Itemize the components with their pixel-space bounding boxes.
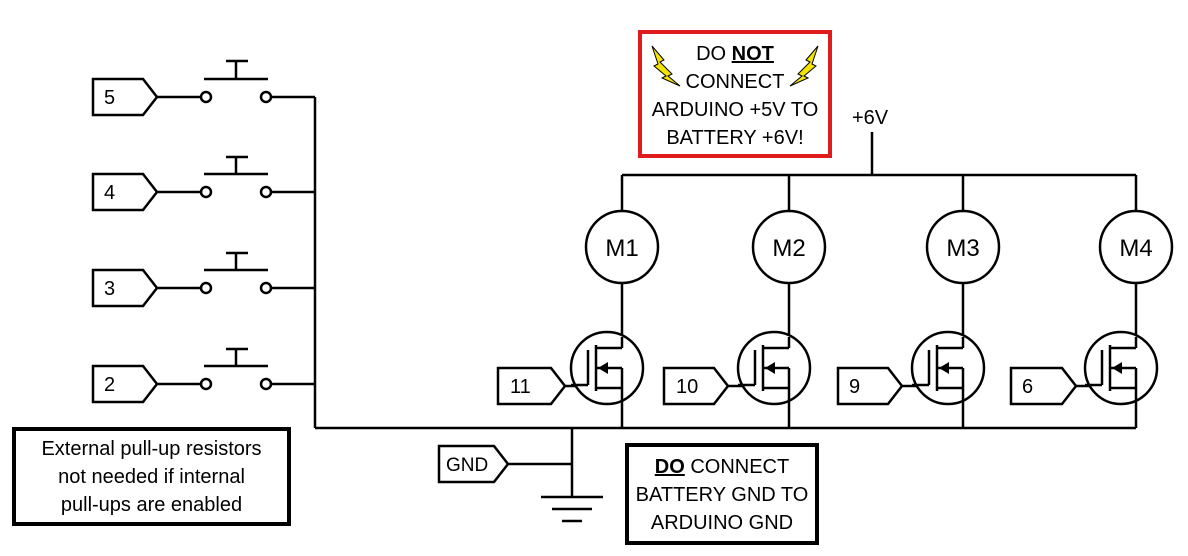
gnd-connect-note: DO CONNECT BATTERY GND TO ARDUINO GND <box>625 443 819 545</box>
pin-5-tag <box>91 77 159 117</box>
motor-3-label: M3 <box>946 235 979 262</box>
gnd-note-line-2: BATTERY GND TO <box>635 484 809 506</box>
pullup-note-line-2: not needed if internal <box>58 466 245 488</box>
pin-5-label: 5 <box>104 87 115 109</box>
pin-4-label: 4 <box>104 182 115 204</box>
supply-label: +6V <box>852 107 889 129</box>
gnd-note-line-3: ARDUINO GND <box>650 512 794 534</box>
pin-2-tag <box>91 364 159 404</box>
motor-column-4: M4 6 <box>1009 175 1174 428</box>
gate-6-tag <box>1009 366 1078 406</box>
lightning-bolt-icon <box>651 45 681 87</box>
switch-3: 3 <box>91 251 315 308</box>
gate-9-tag <box>836 366 904 406</box>
warning-prefix: DO <box>696 43 732 65</box>
pullup-note-line-1: External pull-up resistors <box>41 438 262 460</box>
gnd-label: GND <box>446 455 488 476</box>
gate-10-label: 10 <box>676 376 698 398</box>
motor-4-label: M4 <box>1119 235 1152 262</box>
mosfet-3 <box>910 330 986 428</box>
ground-symbol <box>541 428 603 523</box>
warning-emphasis: NOT <box>731 43 774 65</box>
pin-4-tag <box>91 172 159 212</box>
motor-column-2: M2 10 <box>662 175 827 428</box>
pin-2-label: 2 <box>104 374 115 396</box>
warning-line-4: BATTERY +6V! <box>666 127 804 149</box>
warning-note: DO NOT CONNECT ARDUINO +5V TO BATTERY +6… <box>638 30 832 158</box>
lightning-bolt-icon <box>789 45 819 87</box>
gate-10-tag <box>662 366 730 406</box>
warning-line-2: CONNECT <box>685 71 785 93</box>
gnd-note-line-1: CONNECT <box>684 456 790 478</box>
gate-11-label: 11 <box>510 376 531 398</box>
mosfet-4 <box>1083 330 1159 428</box>
warning-line-3: ARDUINO +5V TO <box>651 99 819 121</box>
gnd-note-emphasis: DO <box>654 456 685 478</box>
switch-2: 2 <box>91 347 315 404</box>
gnd-tag <box>437 444 510 484</box>
gate-9-label: 9 <box>849 376 860 398</box>
pullup-note-line-3: pull-ups are enabled <box>60 494 243 516</box>
pullup-note: External pull-up resistors not needed if… <box>12 427 291 526</box>
motor-column-3: M3 9 <box>836 175 1001 428</box>
motor-1-label: M1 <box>605 235 638 262</box>
gate-11-tag <box>496 366 567 406</box>
mosfet-1 <box>569 330 645 428</box>
switch-4: 4 <box>91 155 315 212</box>
pin-3-label: 3 <box>104 278 115 300</box>
mosfet-2 <box>736 330 812 428</box>
gate-6-label: 6 <box>1022 376 1033 398</box>
motor-2-label: M2 <box>772 235 805 262</box>
switch-5: 5 <box>91 59 315 117</box>
pin-3-tag <box>91 268 159 308</box>
motor-column-1: M1 11 <box>496 175 660 428</box>
